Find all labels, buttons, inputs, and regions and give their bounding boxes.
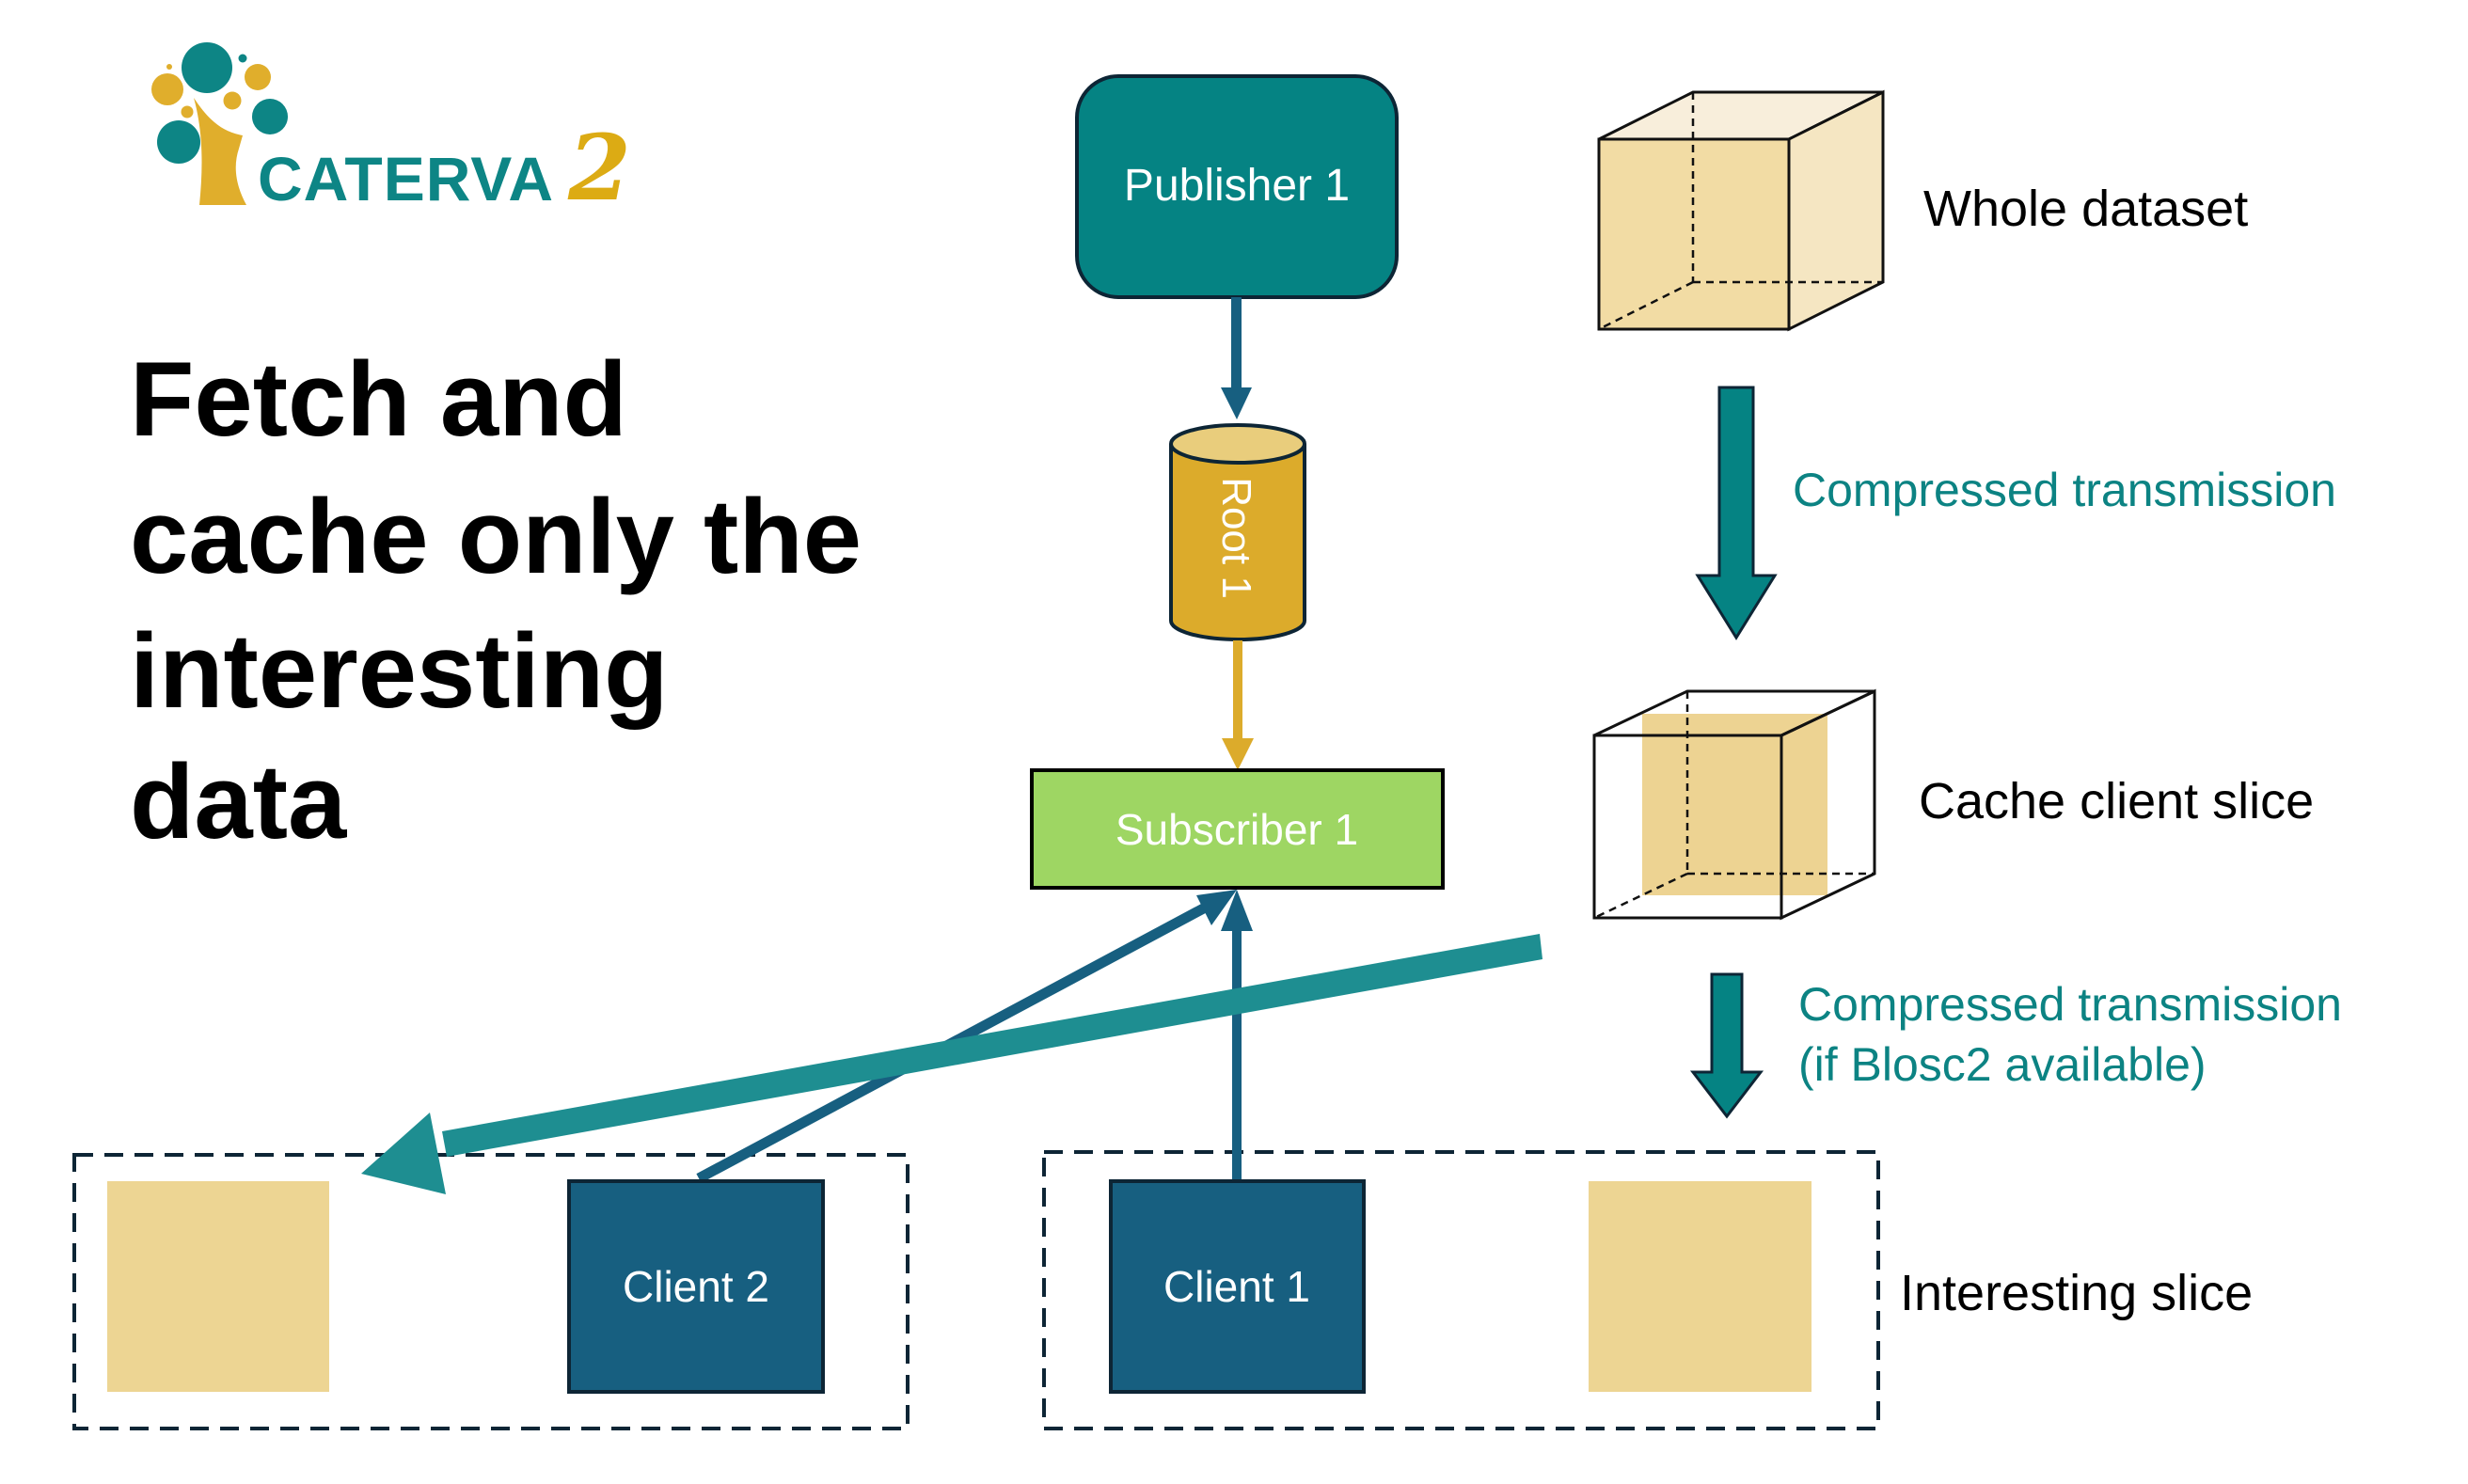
root-cylinder-body bbox=[1169, 444, 1306, 641]
whole-dataset-cube bbox=[1597, 89, 1885, 332]
compressed-transmission-label-2: Compressed transmission bbox=[1798, 978, 2342, 1031]
blosc2-note-label: (if Blosc2 available) bbox=[1798, 1038, 2207, 1091]
subscriber-label: Subscriber 1 bbox=[1115, 805, 1358, 854]
root-to-subscriber-arrow bbox=[1222, 640, 1254, 770]
client2-box bbox=[567, 1179, 825, 1394]
compressed-transmission-arrow-1 bbox=[1695, 386, 1778, 640]
subscriber-box bbox=[1030, 768, 1445, 890]
caterva2-logo: CATERVA 2 bbox=[151, 42, 631, 221]
root-label: Root 1 bbox=[1213, 477, 1259, 599]
title-line-2: cache only the bbox=[130, 478, 862, 595]
client1-node[interactable]: Client 1 bbox=[1109, 1179, 1366, 1394]
client2-group-frame bbox=[72, 1153, 910, 1430]
logo-suffix: 2 bbox=[567, 115, 631, 221]
client2-node[interactable]: Client 2 bbox=[567, 1179, 825, 1394]
publisher-to-root-arrow bbox=[1221, 297, 1252, 419]
publisher-label: Publisher 1 bbox=[1124, 161, 1350, 211]
client1-to-subscriber-link bbox=[1221, 890, 1253, 1181]
client1-box bbox=[1109, 1179, 1366, 1394]
root-node[interactable]: Root 1 bbox=[1169, 423, 1306, 641]
client1-group-frame bbox=[1042, 1150, 1880, 1430]
root-cylinder-top bbox=[1169, 423, 1306, 465]
cache-client-slice-label: Cache client slice bbox=[1919, 773, 2314, 829]
interesting-slice-client2 bbox=[107, 1181, 329, 1392]
client2-to-subscriber-link bbox=[696, 890, 1237, 1183]
title-line-1: Fetch and bbox=[130, 340, 627, 458]
title-line-4: data bbox=[130, 743, 347, 860]
title-line-3: interesting bbox=[130, 612, 669, 730]
subscriber-node[interactable]: Subscriber 1 bbox=[1030, 768, 1445, 890]
logo-wordmark: CATERVA bbox=[258, 144, 554, 213]
whole-dataset-label: Whole dataset bbox=[1923, 181, 2248, 237]
interesting-slice-label: Interesting slice bbox=[1900, 1265, 2253, 1321]
compressed-transmission-label-1: Compressed transmission bbox=[1793, 464, 2336, 516]
interesting-slice-client1 bbox=[1589, 1181, 1811, 1392]
client2-label: Client 2 bbox=[623, 1262, 769, 1311]
compressed-transmission-arrow-2 bbox=[1689, 972, 1764, 1119]
cache-to-client2-flow-arrow bbox=[361, 934, 1542, 1194]
page-title: Fetch and cache only the interesting dat… bbox=[130, 340, 862, 860]
publisher-node[interactable]: Publisher 1 bbox=[1075, 74, 1399, 299]
client1-label: Client 1 bbox=[1163, 1262, 1310, 1311]
tree-icon bbox=[151, 42, 288, 205]
cache-client-slice-cube bbox=[1592, 688, 1876, 921]
